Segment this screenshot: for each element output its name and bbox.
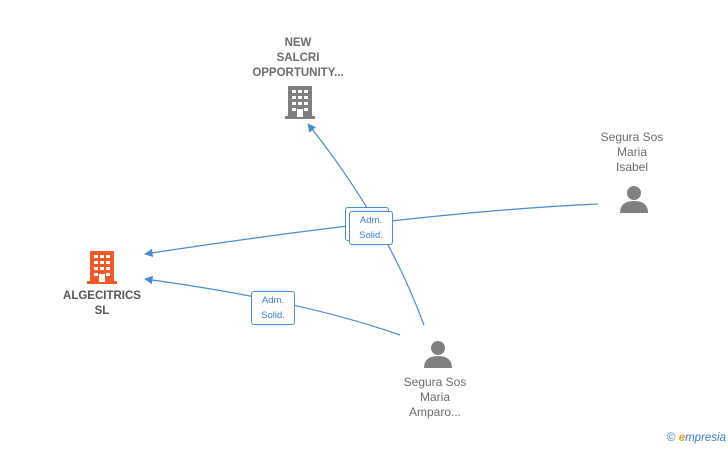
brand-footer[interactable]: © empresia bbox=[667, 430, 726, 444]
badge-center-line-1: Adm. bbox=[359, 215, 383, 226]
segura-amparo-line-2: Maria bbox=[419, 390, 450, 404]
badge-lower-line-1: Adm. bbox=[261, 295, 285, 306]
person-icon[interactable] bbox=[423, 339, 453, 369]
algecitrics-line-1: ALGECITRICS bbox=[63, 290, 141, 302]
edge-badge-center[interactable]: Adm. Solid. bbox=[349, 211, 393, 245]
person-icon[interactable] bbox=[619, 184, 649, 214]
segura-isabel-line-1: Segura Sos bbox=[600, 130, 664, 144]
algecitrics-label[interactable]: ALGECITRICS SL bbox=[50, 289, 154, 319]
new-salcri-line-1: NEW bbox=[284, 37, 312, 49]
segura-amparo-line-3: Amparo... bbox=[408, 405, 462, 419]
segura-amparo-label[interactable]: Segura Sos Maria Amparo... bbox=[385, 375, 485, 420]
segura-isabel-line-3: Isabel bbox=[615, 160, 649, 174]
badge-center-line-2: Solid. bbox=[359, 230, 383, 241]
building-icon[interactable] bbox=[86, 249, 118, 285]
edge-badge-lower[interactable]: Adm. Solid. bbox=[251, 291, 295, 325]
brand-logo-e: e bbox=[678, 432, 686, 444]
new-salcri-label[interactable]: NEW SALCRI OPPORTUNITY... bbox=[246, 36, 350, 81]
algecitrics-line-2: SL bbox=[94, 305, 110, 317]
badge-lower-line-2: Solid. bbox=[261, 310, 285, 321]
copyright-icon: © bbox=[666, 430, 676, 444]
new-salcri-line-3: OPPORTUNITY... bbox=[252, 67, 344, 79]
segura-isabel-label[interactable]: Segura Sos Maria Isabel bbox=[582, 130, 682, 175]
segura-isabel-line-2: Maria bbox=[616, 145, 647, 159]
brand-logo-text: mpresia bbox=[685, 432, 726, 444]
edge-isabel-to-algecitrics bbox=[144, 203, 599, 258]
building-icon[interactable] bbox=[284, 84, 316, 120]
segura-amparo-line-1: Segura Sos bbox=[403, 375, 467, 389]
new-salcri-line-2: SALCRI bbox=[276, 52, 320, 64]
